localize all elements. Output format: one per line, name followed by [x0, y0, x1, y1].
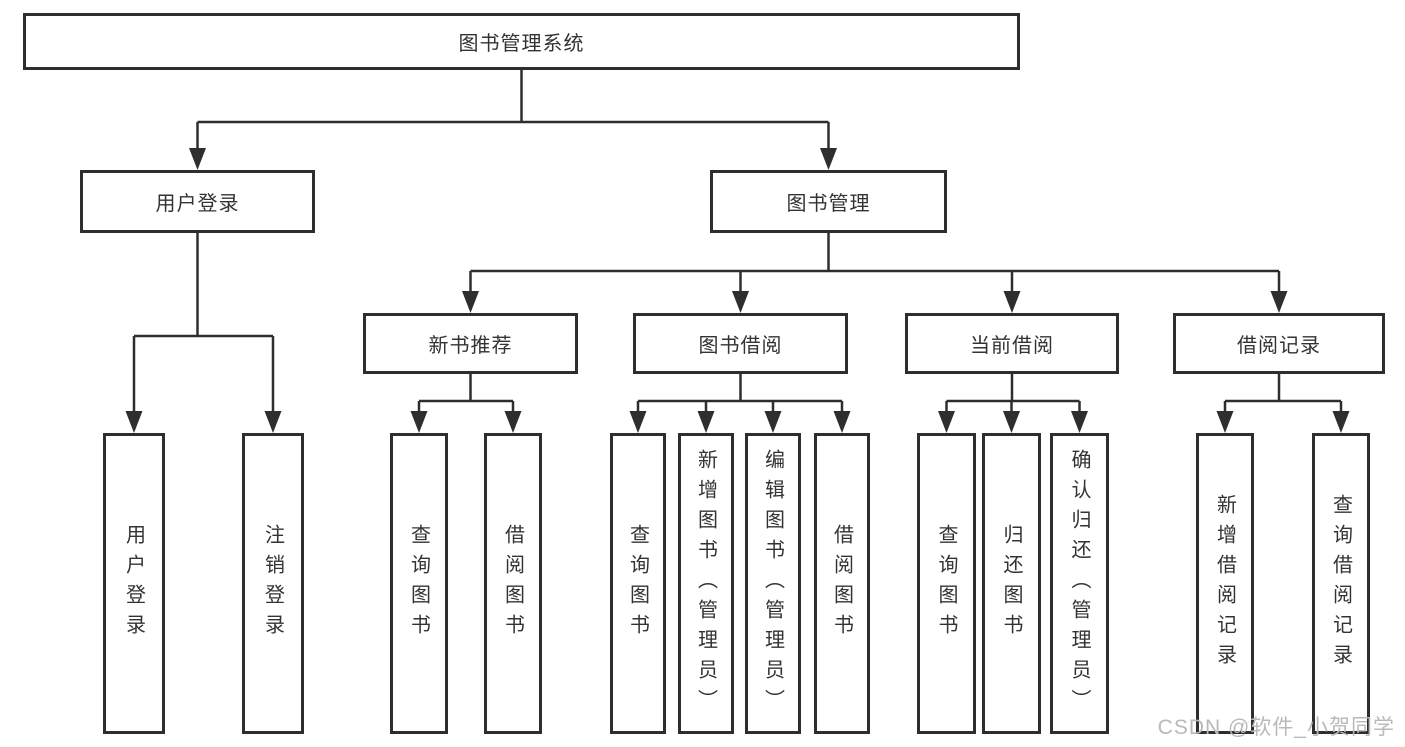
leaf-label: 借阅图书	[501, 523, 524, 644]
leaf-label: 查询图书	[935, 523, 957, 644]
leaf-label: 查询图书	[407, 523, 430, 644]
leaf-user-login: 用户登录	[103, 433, 165, 734]
node-label: 图书借阅	[698, 335, 783, 357]
node-borrow-record: 借阅记录	[1173, 313, 1385, 374]
node-label: 图书管理	[786, 193, 871, 215]
leaf-logout-login: 注销登录	[242, 433, 304, 734]
leaf-label: 编辑图书（管理员）	[761, 448, 784, 719]
leaf-borrow-books-recommend: 借阅图书	[484, 433, 542, 734]
node-label: 新书推荐	[428, 335, 513, 357]
leaf-label: 查询借阅记录	[1329, 493, 1352, 674]
leaf-borrow-books: 借阅图书	[814, 433, 870, 734]
leaf-label: 查询图书	[626, 523, 649, 644]
node-current-borrow: 当前借阅	[905, 313, 1119, 374]
leaf-add-borrow-record: 新增借阅记录	[1196, 433, 1254, 734]
leaf-confirm-return-admin: 确认归还（管理员）	[1050, 433, 1109, 734]
csdn-watermark: CSDN @软件_小贺同学	[1157, 716, 1395, 739]
leaf-query-books-borrow: 查询图书	[610, 433, 666, 734]
node-library-management-system: 图书管理系统	[23, 13, 1020, 70]
node-label: 当前借阅	[970, 335, 1054, 357]
node-book-borrow: 图书借阅	[633, 313, 848, 374]
leaf-query-books-recommend: 查询图书	[390, 433, 448, 734]
node-new-book-recommend: 新书推荐	[363, 313, 578, 374]
leaf-query-books-current: 查询图书	[917, 433, 976, 734]
leaf-return-books: 归还图书	[982, 433, 1041, 734]
node-label: 图书管理系统	[458, 33, 585, 55]
node-label: 用户登录	[155, 193, 240, 215]
leaf-label: 归还图书	[1000, 523, 1022, 644]
node-user-login: 用户登录	[80, 170, 315, 233]
leaf-label: 新增图书（管理员）	[694, 448, 717, 719]
leaf-label: 新增借阅记录	[1213, 493, 1236, 674]
node-label: 借阅记录	[1237, 335, 1321, 357]
leaf-label: 用户登录	[122, 523, 145, 644]
leaf-query-borrow-record: 查询借阅记录	[1312, 433, 1370, 734]
leaf-label: 借阅图书	[830, 523, 853, 644]
leaf-edit-books-admin: 编辑图书（管理员）	[745, 433, 801, 734]
leaf-label: 注销登录	[261, 523, 284, 644]
leaf-add-books-admin: 新增图书（管理员）	[678, 433, 734, 734]
node-book-management: 图书管理	[710, 170, 947, 233]
leaf-label: 确认归还（管理员）	[1068, 448, 1090, 719]
